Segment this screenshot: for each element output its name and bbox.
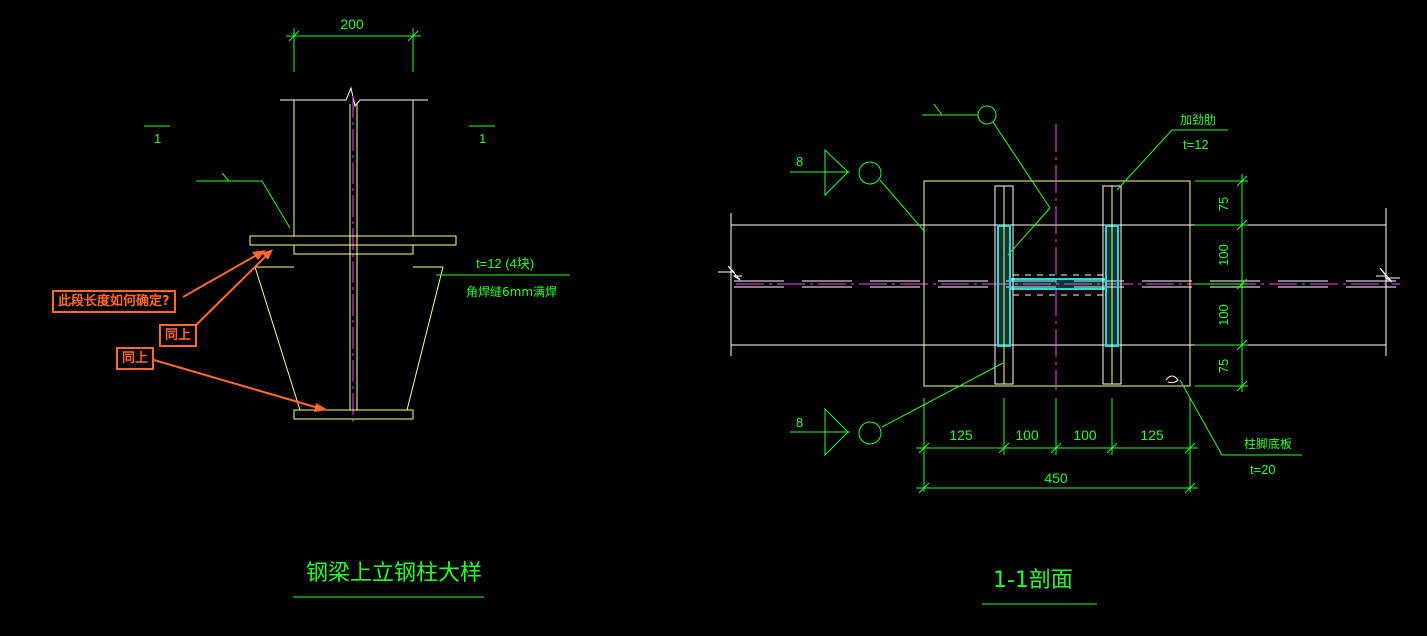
stiffener-note: t=12 (4块) [476, 256, 534, 271]
top-plate-lower [293, 244, 414, 255]
weld-symbol-top-right [922, 103, 1051, 256]
stiffener-t: t=12 [1183, 137, 1209, 152]
dim-h-1: 125 [949, 427, 973, 443]
dim-200-text: 200 [340, 16, 364, 32]
web-dashed-inner [1013, 274, 1103, 296]
dims-vertical-lines [1195, 174, 1248, 392]
dim-total: 450 [1044, 470, 1068, 486]
left-detail: 200 1 1 [144, 16, 570, 598]
left-title: 钢梁上立钢柱大样 [306, 561, 482, 586]
weld-symbol [221, 172, 230, 182]
dim-h-3: 100 [1073, 427, 1097, 443]
section-mark-left: 1 [154, 131, 161, 146]
weld-symbol-top-left [790, 148, 926, 233]
dim-h-2: 100 [1015, 427, 1039, 443]
callout-arrowheads [252, 249, 328, 412]
column-break-line [280, 86, 428, 108]
callout-same-2: 同上 [116, 347, 155, 370]
section-mark-right: 1 [479, 131, 486, 146]
dims-horizontal-lines [916, 398, 1198, 494]
stiffener-label-leader [1116, 129, 1228, 191]
base-plate [923, 180, 1191, 387]
callout-question: 此段长度如何确定? [52, 290, 176, 313]
dim-200 [286, 28, 421, 72]
base-plate-leader [1179, 379, 1302, 456]
dim-h-4: 125 [1140, 427, 1164, 443]
right-title: 1-1剖面 [993, 568, 1073, 593]
callout-same-1: 同上 [159, 324, 198, 347]
weld-leader [196, 180, 291, 229]
weld-size-top: 8 [796, 154, 803, 169]
break-right [1376, 267, 1400, 283]
weld-symbol-bottom-left [790, 362, 1004, 457]
base-plate-tick [1165, 375, 1179, 384]
dim-v-4: 75 [1216, 359, 1231, 373]
right-section: 8 8 加劲肋 t=12 柱脚底板 t=20 125 100 [718, 103, 1400, 605]
dim-v-2: 100 [1216, 244, 1231, 266]
dim-v-3: 100 [1216, 304, 1231, 326]
base-plate-t: t=20 [1250, 462, 1276, 477]
break-left [718, 265, 742, 281]
stiffener-label: 加劲肋 [1180, 112, 1216, 127]
bottom-plate [293, 409, 414, 420]
callout-arrows [146, 251, 323, 410]
stiffener-fill [1003, 186, 1113, 384]
column-outline [293, 100, 414, 410]
beam-lines [730, 208, 1387, 356]
dim-v-1: 75 [1216, 197, 1231, 211]
weld-note: 角焊缝6mm满焊 [466, 284, 557, 299]
weld-size-bottom: 8 [796, 415, 803, 430]
base-plate-label: 柱脚底板 [1244, 436, 1292, 451]
column-h-section [997, 225, 1119, 347]
stiffeners [254, 266, 444, 411]
beam-web-dashed [734, 280, 1400, 288]
